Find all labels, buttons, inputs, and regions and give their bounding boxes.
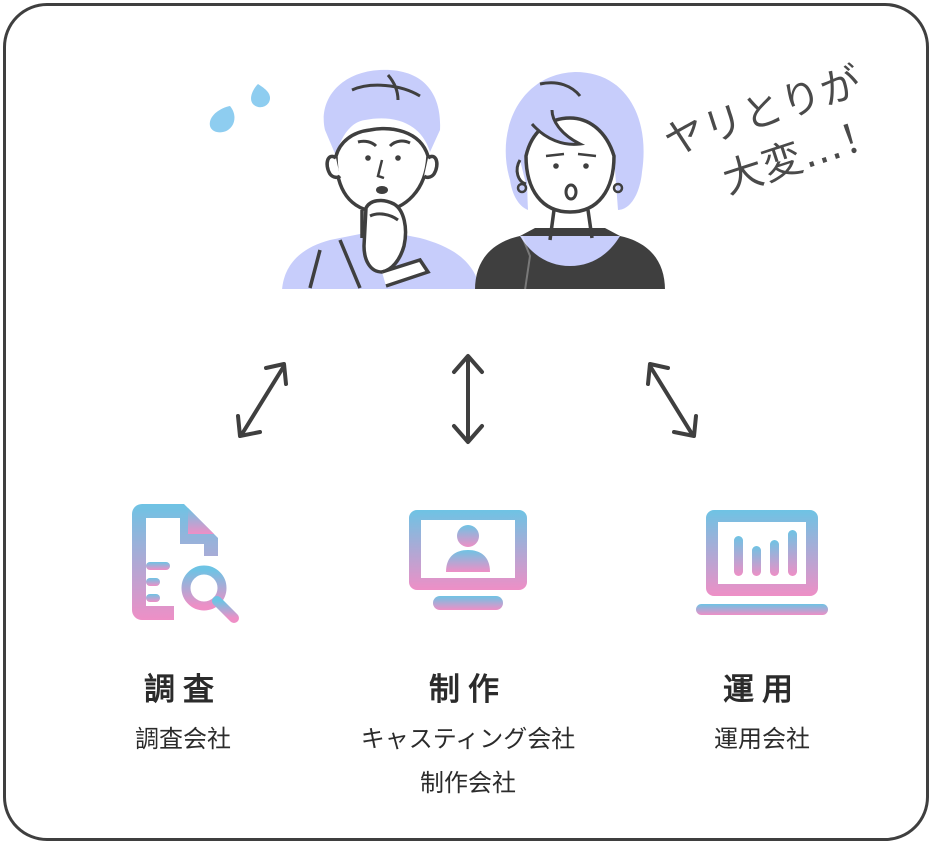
category-sub: 調査会社 [135,725,231,753]
double-arrow-center-icon [452,354,484,444]
category-production: 制作 キャスティング会社 制作会社 [318,500,618,805]
monitor-person-icon [409,510,527,610]
diagram-frame [3,3,929,841]
category-sub: 運用会社 [714,725,810,753]
category-sub-2: 制作会社 [420,769,516,797]
category-operation: 運用 運用会社 [612,500,912,761]
double-arrow-right-icon [646,362,698,438]
worried-people-illustration [270,69,680,291]
category-sub: キャスティング会社 [360,725,576,753]
category-heading: 制作 [429,672,507,708]
category-heading: 調査 [144,672,222,708]
category-heading: 運用 [723,672,801,708]
laptop-chart-icon [696,510,828,615]
category-research: 調査 調査会社 [33,500,333,761]
sweat-drops-icon [209,84,270,133]
document-search-icon [132,504,239,623]
double-arrow-left-icon [236,362,288,438]
